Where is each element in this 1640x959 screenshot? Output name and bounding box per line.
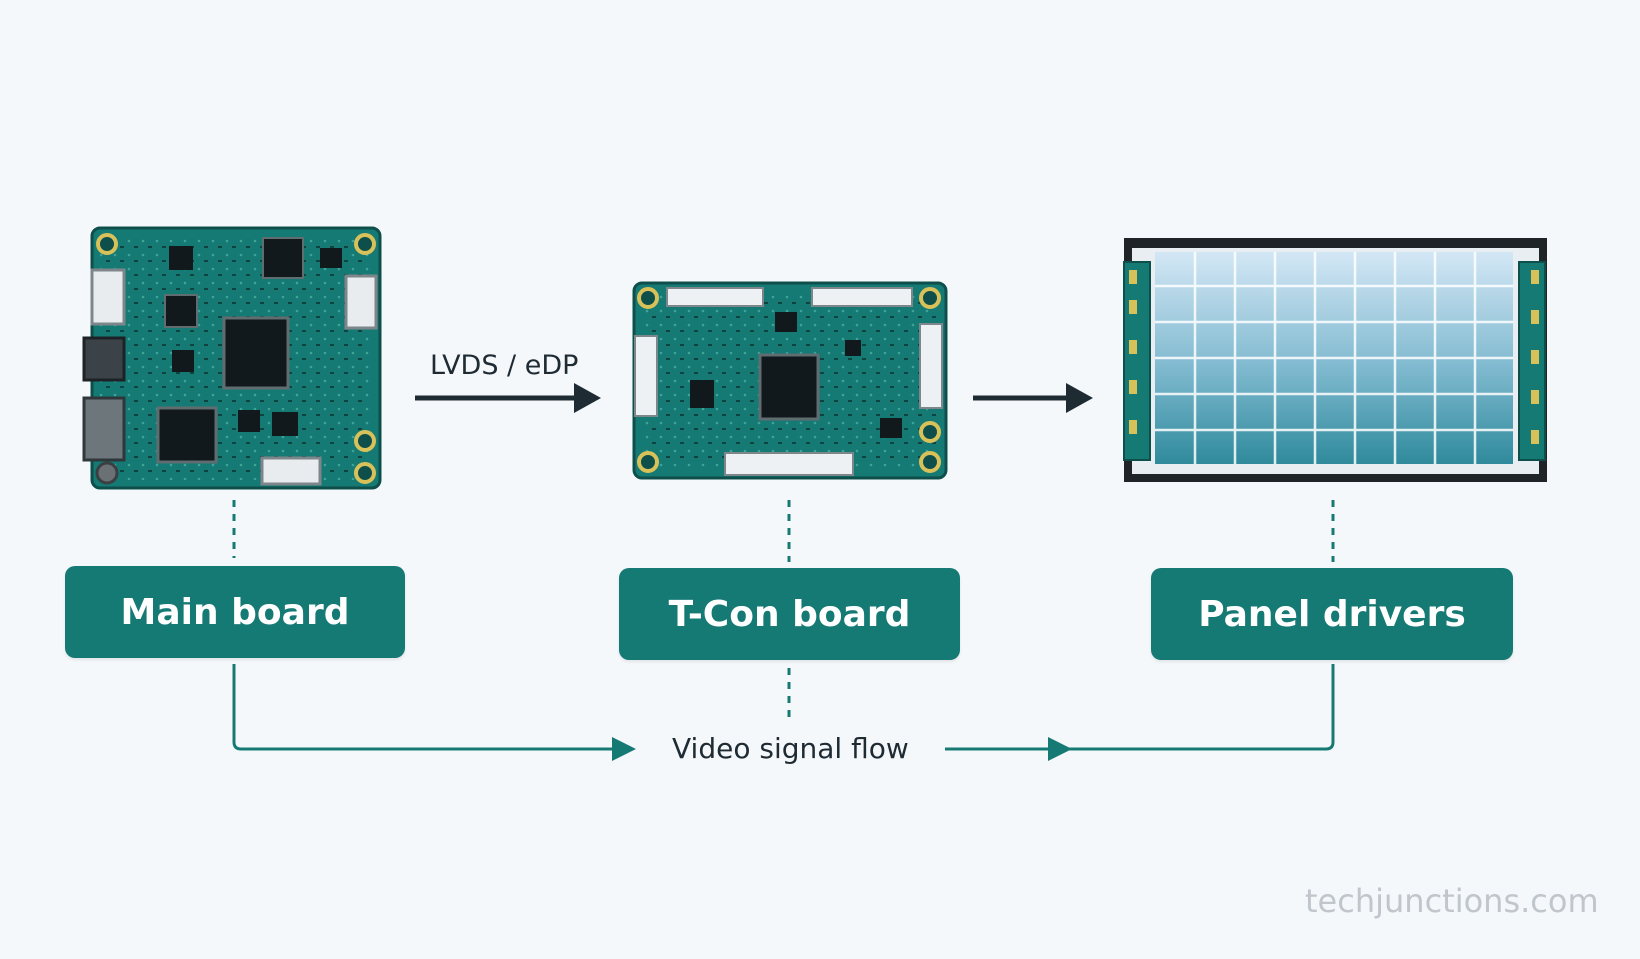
main-board-label-text: Main board (120, 591, 350, 633)
panel-drivers-label: Panel drivers (1151, 568, 1513, 660)
lvds-edp-label: LVDS / eDP (430, 350, 579, 381)
panel-drivers-label-text: Panel drivers (1198, 593, 1466, 635)
main-board-label: Main board (65, 566, 405, 658)
video-flow-line (232, 664, 1335, 751)
flow-arrowhead-1 (612, 737, 636, 761)
main-board-image (82, 226, 382, 490)
panel-image (1123, 238, 1547, 482)
arrow-tcon-to-panel (973, 383, 1093, 413)
video-signal-flow-label: Video signal flow (672, 732, 909, 765)
tcon-board-image (632, 281, 948, 480)
flow-arrowhead-2 (1048, 737, 1072, 761)
watermark: techjunctions.com (1305, 882, 1599, 920)
arrow-main-to-tcon (415, 383, 601, 413)
tcon-board-label-text: T-Con board (668, 593, 911, 635)
dotted-connectors (232, 500, 1335, 722)
tcon-board-label: T-Con board (619, 568, 960, 660)
